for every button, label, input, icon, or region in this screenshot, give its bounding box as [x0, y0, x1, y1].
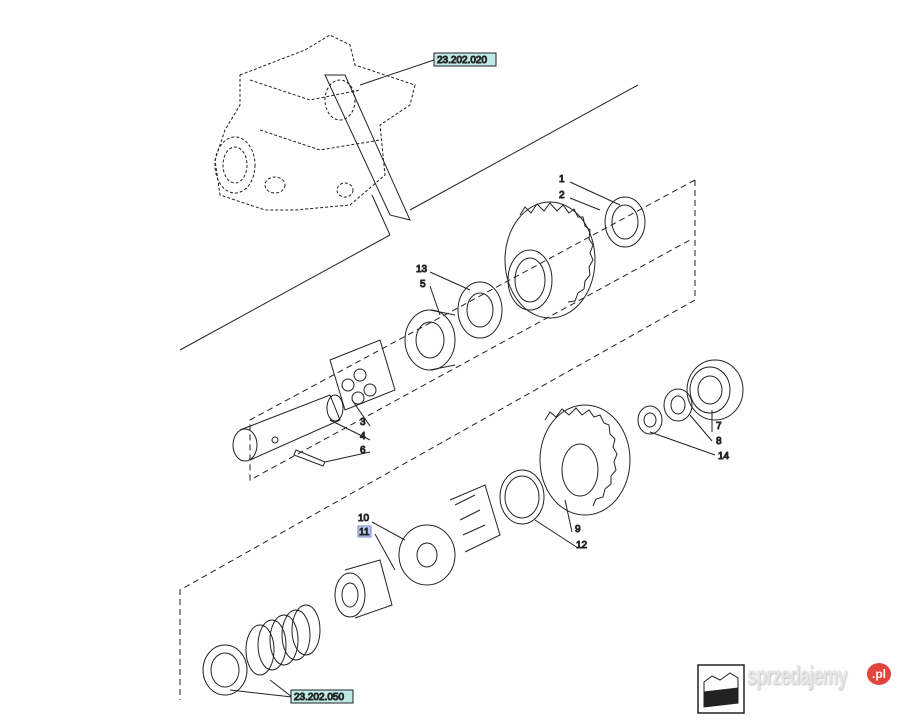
- callout-12[interactable]: 12: [576, 540, 589, 552]
- callout-4[interactable]: 4: [360, 431, 367, 443]
- callout-9[interactable]: 9: [575, 524, 582, 536]
- divider-line: [179, 84, 639, 351]
- washer-bottom: [202, 644, 248, 696]
- spring-stack: [245, 604, 321, 676]
- callout-11-highlight: [357, 525, 372, 538]
- needle-rollers: [329, 339, 396, 411]
- callout-10[interactable]: 10: [358, 513, 371, 525]
- housing-assembly: [214, 34, 416, 211]
- catalog-logo-icon: [697, 664, 745, 714]
- pin-6: [293, 449, 326, 467]
- reference-box-bottom[interactable]: [290, 689, 354, 704]
- gear-upper: [504, 201, 596, 319]
- washer-14: [637, 405, 663, 435]
- link-plate: [324, 74, 411, 221]
- callout-3[interactable]: 3: [360, 417, 367, 429]
- bearing-race-5: [404, 309, 456, 371]
- splined-hub-10: [398, 484, 501, 586]
- watermark-text: sprzedajemy: [747, 660, 847, 690]
- shaft-4: [232, 394, 344, 462]
- callout-1[interactable]: 1: [559, 174, 566, 186]
- watermark-badge: .pl: [867, 663, 891, 685]
- washer-1-2: [604, 196, 646, 248]
- callout-11[interactable]: 11: [359, 527, 371, 539]
- washer-13: [457, 281, 503, 339]
- callout-7[interactable]: 7: [716, 421, 723, 433]
- dashed-boundary: [179, 179, 696, 700]
- reference-top[interactable]: 23.202.020: [437, 55, 488, 67]
- leader-lines: [229, 181, 716, 698]
- callout-13[interactable]: 13: [416, 264, 429, 276]
- reference-top-leader: [359, 59, 435, 86]
- snap-ring-12: [499, 469, 545, 525]
- reference-bottom[interactable]: 23.202.050: [294, 692, 345, 704]
- reference-box-top[interactable]: [433, 52, 497, 67]
- ball-bearing-7: [686, 359, 744, 421]
- gear-9: [539, 404, 631, 516]
- callout-5[interactable]: 5: [420, 279, 427, 291]
- callout-14[interactable]: 14: [718, 451, 731, 463]
- coupling-11: [334, 559, 393, 619]
- callout-8[interactable]: 8: [716, 436, 723, 448]
- washer-8: [663, 388, 693, 422]
- callout-6[interactable]: 6: [360, 445, 367, 457]
- callout-2[interactable]: 2: [559, 190, 566, 202]
